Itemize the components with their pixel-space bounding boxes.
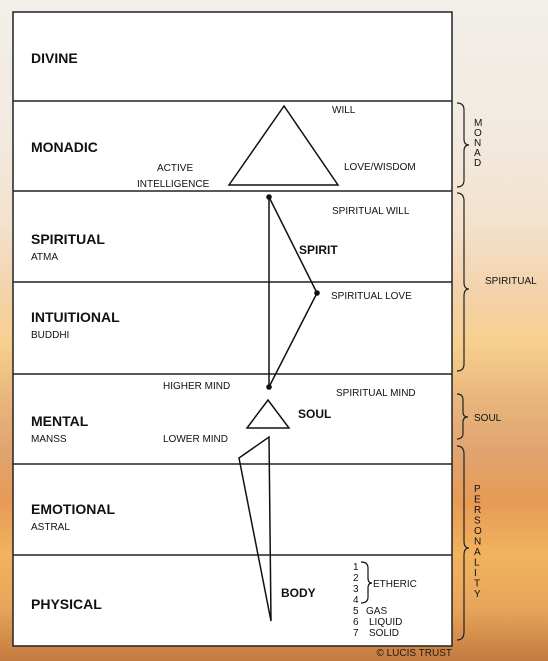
soul-brace: [456, 393, 469, 440]
label-will: WILL: [332, 105, 356, 116]
label-intelligence: INTELLIGENCE: [137, 179, 210, 190]
label-spirit: SPIRIT: [299, 243, 338, 257]
subplane-5-num: 5: [353, 606, 359, 617]
plane-emotional: EMOTIONAL: [31, 501, 115, 517]
plane-monadic: MONADIC: [31, 139, 98, 155]
etheric-label: ETHERIC: [373, 579, 417, 590]
spirit-point-top: [266, 194, 272, 200]
label-soul: SOUL: [298, 407, 331, 421]
body-wedge: [238, 435, 272, 622]
subplane-6-num: 6: [353, 617, 359, 628]
plane-dividers: [13, 100, 452, 556]
label-lower-mind: LOWER MIND: [163, 434, 228, 445]
label-higher-mind: HIGHER MIND: [163, 381, 230, 392]
plane-divine: DIVINE: [31, 50, 78, 66]
subplane-7-num: 7: [353, 628, 359, 639]
subplane-4-num: 4: [353, 595, 359, 606]
label-body: BODY: [281, 586, 316, 600]
spirit-point-bottom: [266, 384, 272, 390]
plane-spiritual: SPIRITUAL: [31, 231, 105, 247]
soul-triangle: [245, 398, 291, 429]
label-active: ACTIVE: [157, 163, 193, 174]
plane-spiritual-sub: ATMA: [31, 252, 58, 263]
plane-emotional-sub: ASTRAL: [31, 522, 70, 533]
etheric-brace: [360, 561, 373, 604]
subplane-6-text: LIQUID: [369, 617, 402, 628]
subplane-5-text: GAS: [366, 606, 387, 617]
diagram-frame: [12, 11, 453, 647]
plane-physical: PHYSICAL: [31, 596, 102, 612]
monad-brace: [456, 102, 470, 188]
monad-triangle: [227, 104, 340, 186]
spirit-point-right: [314, 290, 320, 296]
plane-intuitional: INTUITIONAL: [31, 309, 120, 325]
subplane-3-num: 3: [353, 584, 359, 595]
subplane-7-text: SOLID: [369, 628, 399, 639]
label-spiritual-will: SPIRITUAL WILL: [332, 206, 410, 217]
personality-brace: [456, 445, 470, 641]
label-love-wisdom: LOVE/WISDOM: [344, 162, 416, 173]
copyright-notice: © LUCIS TRUST: [376, 648, 452, 659]
subplane-1-num: 1: [353, 562, 359, 573]
spiritual-triad-brace: [456, 192, 470, 372]
plane-mental: MENTAL: [31, 413, 89, 429]
plane-intuitional-sub: BUDDHI: [31, 330, 69, 341]
bracket-spiritual: SPIRITUAL: [485, 276, 537, 287]
label-spiritual-mind: SPIRITUAL MIND: [336, 388, 416, 399]
label-spiritual-love: SPIRITUAL LOVE: [331, 291, 412, 302]
plane-mental-sub: MANSS: [31, 434, 67, 445]
bracket-soul: SOUL: [474, 413, 502, 424]
spirit-triad-shape: [268, 196, 318, 388]
subplane-2-num: 2: [353, 573, 359, 584]
